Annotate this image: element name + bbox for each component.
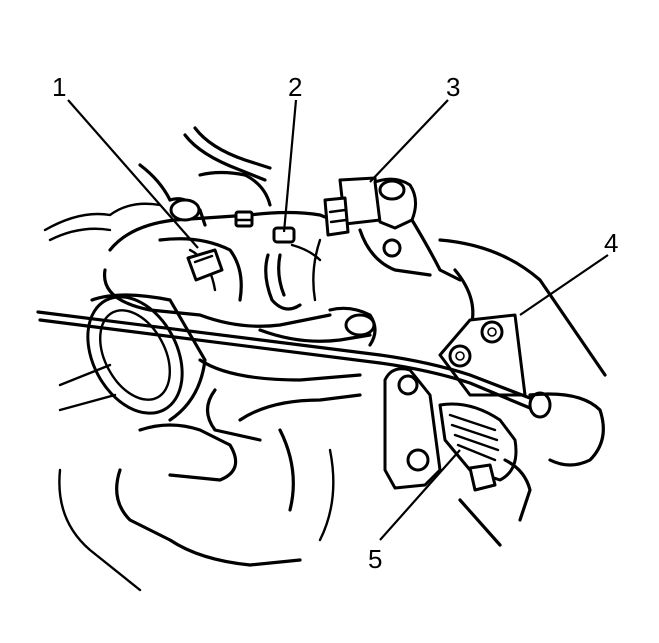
connector-2-harness (264, 226, 322, 311)
leader-line-5 (379, 449, 461, 541)
callout-2: 2 (288, 72, 302, 102)
leader-line-3 (369, 99, 449, 183)
lower-engine (58, 393, 362, 592)
callout-4: 4 (604, 228, 618, 258)
center-bolt (234, 210, 254, 228)
leader-line-2 (282, 99, 298, 233)
bracket-4 (438, 313, 527, 397)
throttle-cable (36, 310, 605, 467)
throttle-body-inlet (58, 293, 207, 422)
right-manifold (328, 238, 607, 377)
connector-5-harness (438, 402, 532, 547)
lower-bracket (383, 367, 442, 490)
callout-5: 5 (368, 544, 382, 574)
sensor-1-component (168, 197, 224, 282)
leader-lines (67, 99, 609, 541)
connector-3-sensor (312, 176, 462, 302)
intake-manifold (102, 210, 372, 442)
leader-line-4 (519, 254, 609, 316)
callout-1: 1 (52, 72, 66, 102)
upper-hoses (43, 126, 272, 242)
callout-3: 3 (446, 72, 460, 102)
leader-line-1 (67, 99, 199, 249)
